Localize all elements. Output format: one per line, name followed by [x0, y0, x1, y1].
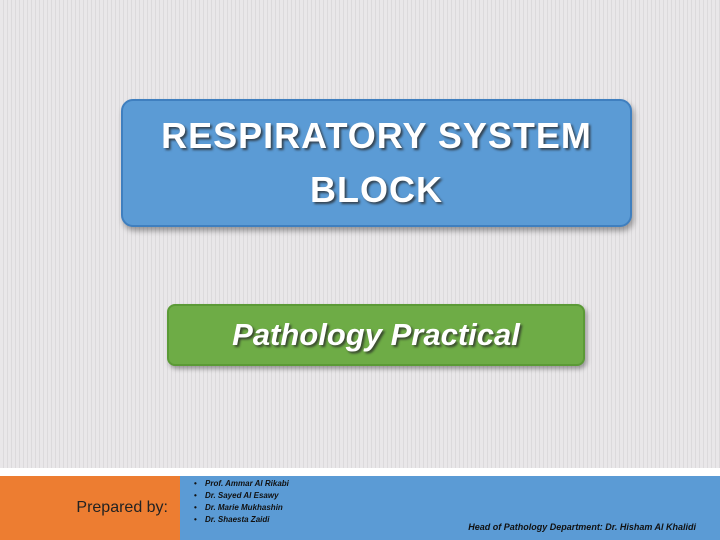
title-box: RESPIRATORY SYSTEM BLOCK [121, 99, 632, 227]
author-item: Dr. Shaesta Zaidi [194, 514, 289, 526]
prepared-by-label: Prepared by: [76, 499, 168, 516]
footer-right-panel: Prof. Ammar Al Rikabi Dr. Sayed Al Esawy… [180, 476, 720, 540]
footer-left-panel: Prepared by: [0, 476, 180, 540]
footer-divider [0, 468, 720, 476]
author-item: Dr. Sayed Al Esawy [194, 490, 289, 502]
author-item: Dr. Marie Mukhashin [194, 502, 289, 514]
slide-title: RESPIRATORY SYSTEM BLOCK [161, 115, 592, 210]
subtitle-box: Pathology Practical [167, 304, 585, 366]
author-item: Prof. Ammar Al Rikabi [194, 478, 289, 490]
head-of-department: Head of Pathology Department: Dr. Hisham… [468, 522, 696, 532]
slide-subtitle: Pathology Practical [232, 317, 520, 352]
author-list: Prof. Ammar Al Rikabi Dr. Sayed Al Esawy… [194, 478, 289, 526]
